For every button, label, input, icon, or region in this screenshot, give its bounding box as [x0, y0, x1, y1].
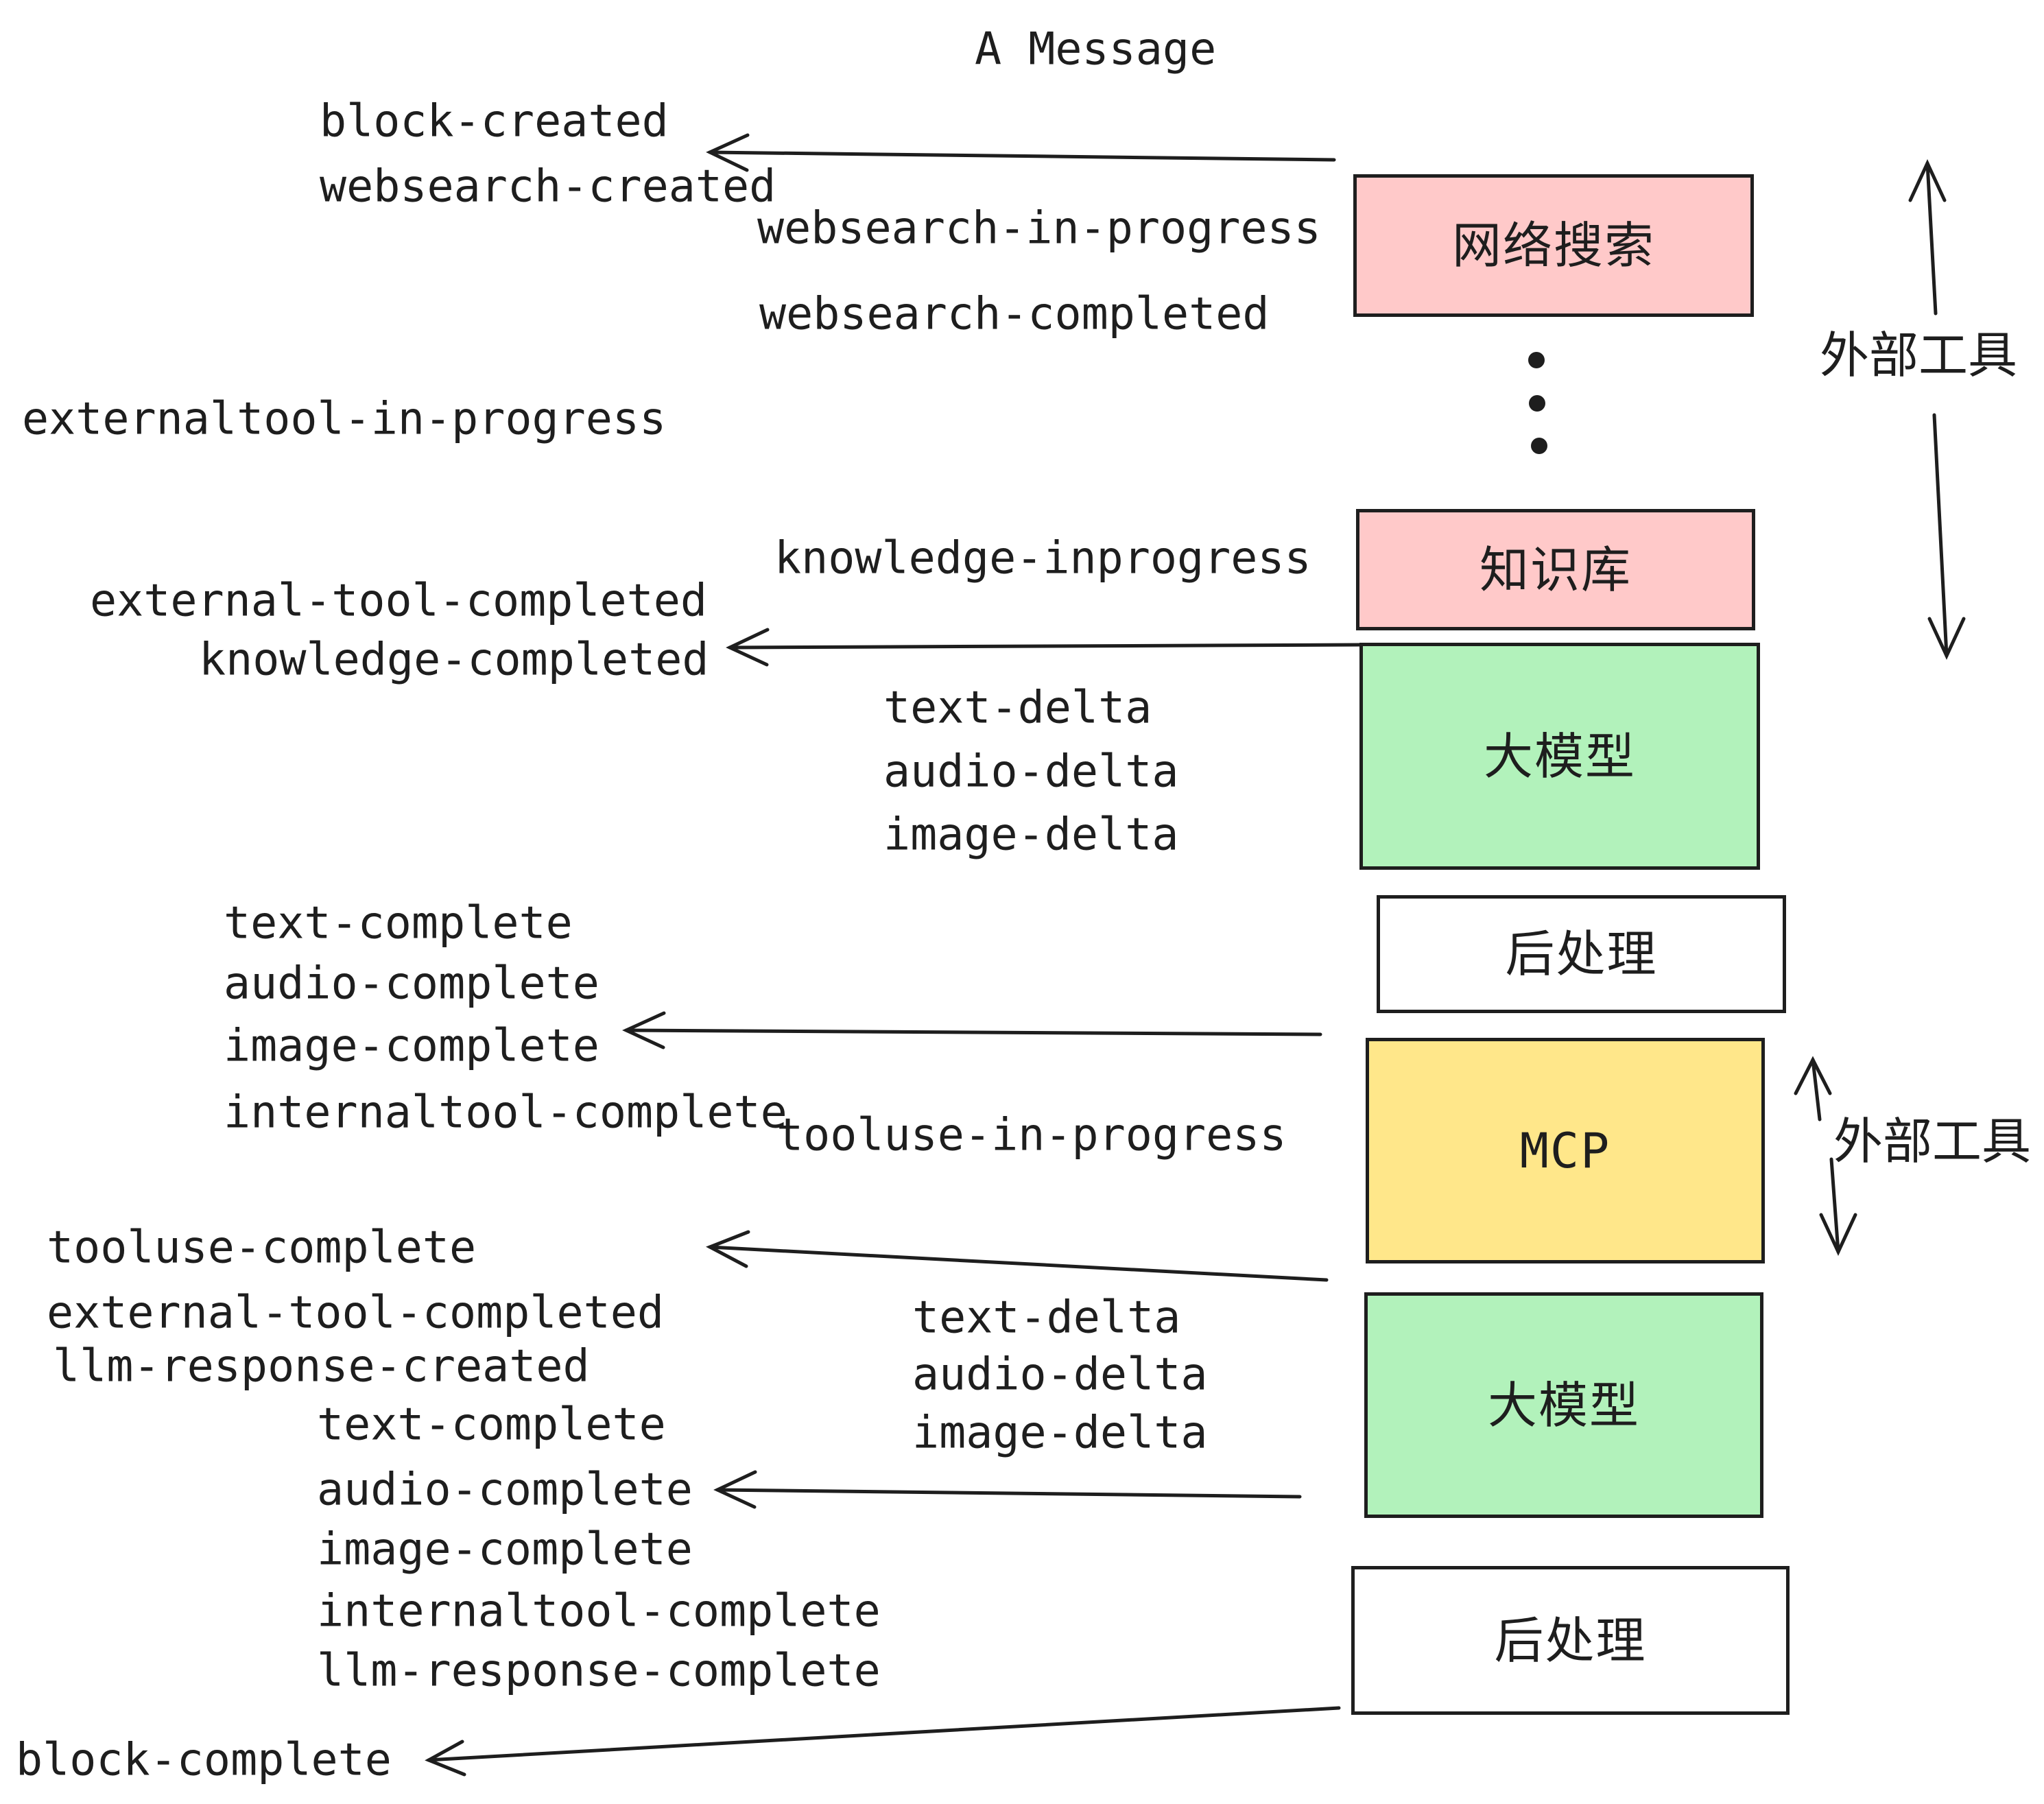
event-label-image-delta: image-delta — [912, 1407, 1208, 1459]
event-label-audio-delta: audio-delta — [912, 1349, 1208, 1401]
up-arrow-icon-external-tools-2 — [1794, 1056, 1832, 1121]
left-arrow-icon-tooluse-complete — [706, 1230, 1329, 1282]
event-label-tooluse-in-progress: tooluse-in-progress — [776, 1109, 1287, 1161]
event-label-websearch-in-progress: websearch-in-progress — [757, 202, 1321, 254]
event-label-websearch-completed: websearch-completed — [759, 288, 1270, 340]
event-label-text-complete: text-complete — [317, 1399, 666, 1451]
page-title: A Message — [975, 23, 1217, 75]
event-label-text-complete: text-complete — [224, 897, 573, 949]
event-label-audio-complete: audio-complete — [317, 1464, 693, 1516]
annotation-external-tools-1: 外部工具 — [1820, 327, 2018, 384]
node-postprocess-1-label: 后处理 — [1505, 925, 1658, 983]
event-label-llm-response-complete: llm-response-complete — [317, 1645, 881, 1697]
event-label-text-delta: text-delta — [883, 682, 1152, 734]
event-label-knowledge-completed: knowledge-completed — [199, 634, 709, 686]
node-websearch-label: 网络搜索 — [1451, 217, 1655, 274]
event-label-audio-complete: audio-complete — [224, 958, 599, 1010]
node-llm-1: 大模型 — [1359, 643, 1760, 870]
up-arrow-icon-external-tools-1 — [1908, 159, 1947, 316]
node-postprocess-2: 后处理 — [1351, 1566, 1790, 1715]
ellipsis-dots-icon — [1528, 352, 1547, 454]
node-mcp-label: MCP — [1519, 1122, 1611, 1179]
event-label-block-complete: block-complete — [16, 1734, 392, 1786]
event-label-image-delta: image-delta — [883, 809, 1179, 861]
down-arrow-icon-external-tools-1 — [1927, 413, 1966, 660]
event-label-image-complete: image-complete — [317, 1523, 693, 1576]
event-label-block-created: block-created — [320, 95, 669, 147]
event-label-internaltool-complete: internaltool-complete — [224, 1087, 787, 1139]
node-mcp: MCP — [1366, 1038, 1765, 1263]
event-label-knowledge-inprogress: knowledge-inprogress — [774, 532, 1311, 584]
left-arrow-icon-knowledge-completed — [726, 628, 1362, 667]
event-label-audio-delta: audio-delta — [883, 746, 1179, 798]
node-websearch: 网络搜索 — [1353, 174, 1754, 317]
left-arrow-icon-audio-complete — [713, 1470, 1302, 1509]
node-postprocess-2-label: 后处理 — [1494, 1611, 1647, 1670]
event-label-websearch-created: websearch-created — [320, 161, 776, 213]
event-label-external-tool-completed: external-tool-completed — [90, 575, 708, 627]
left-arrow-icon-block-complete — [425, 1706, 1341, 1777]
node-postprocess-1: 后处理 — [1377, 895, 1786, 1013]
node-llm-1-label: 大模型 — [1483, 727, 1636, 785]
left-arrow-icon-websearch-created — [706, 133, 1336, 172]
node-llm-2-label: 大模型 — [1487, 1376, 1640, 1434]
event-label-llm-response-created: llm-response-created — [53, 1340, 590, 1392]
down-arrow-icon-external-tools-2 — [1819, 1157, 1857, 1256]
event-label-externaltool-in-progress: externaltool-in-progress — [22, 393, 667, 445]
event-label-image-complete: image-complete — [224, 1020, 599, 1072]
node-knowledge-base-label: 知识库 — [1479, 541, 1632, 599]
event-label-tooluse-complete: tooluse-complete — [47, 1222, 477, 1274]
event-label-internaltool-complete: internaltool-complete — [317, 1585, 881, 1637]
event-label-text-delta: text-delta — [912, 1292, 1181, 1344]
annotation-external-tools-2: 外部工具 — [1833, 1113, 2032, 1170]
node-knowledge-base: 知识库 — [1356, 509, 1755, 630]
left-arrow-icon-image-complete — [622, 1011, 1322, 1049]
event-label-external-tool-completed: external-tool-completed — [47, 1287, 665, 1339]
node-llm-2: 大模型 — [1364, 1292, 1763, 1518]
